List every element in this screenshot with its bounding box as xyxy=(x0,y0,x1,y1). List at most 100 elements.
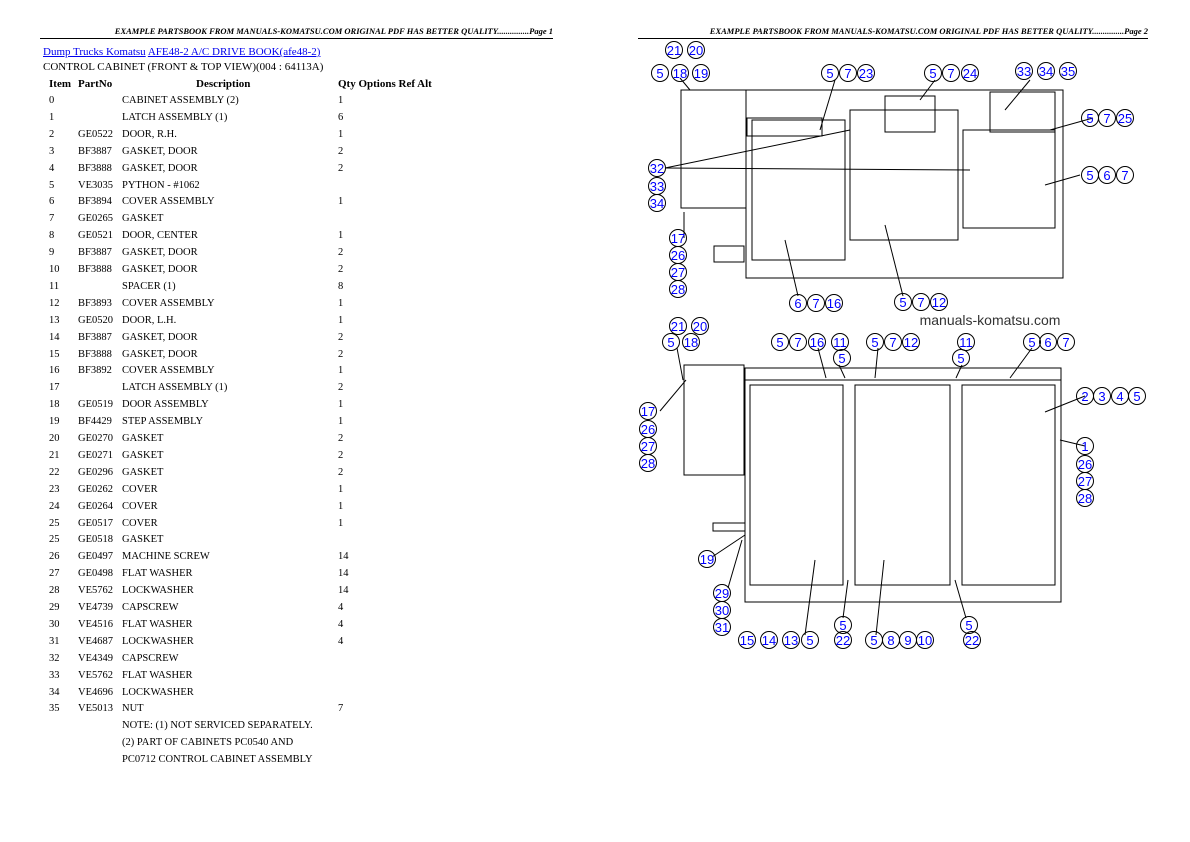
cell-qty: 1 xyxy=(338,95,344,106)
callout-label: 7 xyxy=(889,335,896,350)
callout-label: 30 xyxy=(715,603,729,618)
callout-label: 1 xyxy=(1081,439,1088,454)
cell-qty: 14 xyxy=(338,551,349,563)
front-side-door xyxy=(683,364,745,476)
callout-label: 7 xyxy=(947,66,954,81)
callout-label: 32 xyxy=(650,161,664,176)
cell-partno: GE0296 xyxy=(78,466,113,478)
cell-description: LOCKWASHER xyxy=(122,635,194,647)
leader-line xyxy=(875,559,885,636)
cell-partno: GE0262 xyxy=(78,483,113,495)
callout-label: 20 xyxy=(693,319,707,334)
callout-circle xyxy=(866,333,884,351)
callout-circle xyxy=(1057,333,1075,351)
callout-circle xyxy=(834,631,852,649)
cell-item: 12 xyxy=(49,297,60,309)
cell-description: LATCH ASSEMBLY (1) xyxy=(122,382,228,394)
cell-description: FLAT WASHER xyxy=(122,669,193,681)
leader-line xyxy=(664,129,851,169)
cell-partno: VE5762 xyxy=(78,669,113,681)
cell-item: 28 xyxy=(49,585,60,597)
callout-circle xyxy=(1076,437,1094,455)
cell-partno: BF3892 xyxy=(78,365,112,377)
cell-item: 9 xyxy=(49,247,55,259)
leader-line xyxy=(679,77,691,91)
callout-circle xyxy=(952,349,970,367)
cell-description: CAPSCREW xyxy=(122,602,179,613)
callout-circle xyxy=(963,631,981,649)
callout-circle xyxy=(1116,109,1134,127)
callout-label: 28 xyxy=(1078,491,1092,506)
cell-item: 6 xyxy=(49,196,55,208)
cell-qty: 1 xyxy=(338,196,344,208)
callout-label: 34 xyxy=(1039,64,1053,79)
cell-description: GASKET, DOOR xyxy=(122,247,198,259)
callout-label: 5 xyxy=(1133,389,1140,404)
callout-label: 21 xyxy=(667,43,681,58)
callout-circle xyxy=(894,293,912,311)
cell-description: LATCH ASSEMBLY (1) xyxy=(122,111,228,123)
callout-label: 6 xyxy=(794,296,801,311)
cell-description: NUT xyxy=(122,703,144,715)
note-text: NOTE: (1) NOT SERVICED SEPARATELY. xyxy=(122,720,313,732)
callout-label: 27 xyxy=(1078,474,1092,489)
cell-description: COVER xyxy=(122,483,158,495)
cell-item: 27 xyxy=(49,568,60,580)
leader-line xyxy=(676,347,684,381)
callout-circle xyxy=(912,293,930,311)
callout-label: 2 xyxy=(1081,389,1088,404)
callout-label: 34 xyxy=(650,196,664,211)
cell-item: 10 xyxy=(49,264,60,275)
callout-label: 27 xyxy=(641,439,655,454)
note-text: PC0712 CONTROL CABINET ASSEMBLY xyxy=(122,754,313,766)
cell-description: COVER ASSEMBLY xyxy=(122,297,215,309)
cell-description: GASKET, DOOR xyxy=(122,331,198,343)
leader-line xyxy=(954,579,967,619)
cell-item: 11 xyxy=(49,280,60,292)
step-assembly xyxy=(712,522,746,532)
cell-item: 21 xyxy=(49,449,60,461)
callout-circle xyxy=(691,317,709,335)
cell-description: COVER xyxy=(122,500,158,512)
cell-item: 24 xyxy=(49,500,60,512)
cell-partno: VE5013 xyxy=(78,703,113,715)
cell-item: 15 xyxy=(49,348,60,360)
callout-label: 7 xyxy=(1121,168,1128,183)
callout-circle xyxy=(738,631,756,649)
door-center xyxy=(854,384,951,586)
top-cover-left xyxy=(751,119,846,261)
callout-circle xyxy=(1076,489,1094,507)
col-item: Item xyxy=(49,78,71,90)
leader-line xyxy=(659,379,687,412)
top-cover-24 xyxy=(884,95,936,133)
cell-partno: VE4349 xyxy=(78,652,113,664)
callout-label: 11 xyxy=(833,335,847,350)
callout-circle xyxy=(957,333,975,351)
callout-circle xyxy=(1023,333,1041,351)
callout-label: 29 xyxy=(715,586,729,601)
cell-description: DOOR ASSEMBLY xyxy=(122,399,209,411)
callout-circle xyxy=(902,333,920,351)
callout-circle xyxy=(833,349,851,367)
cell-partno: BF3888 xyxy=(78,348,112,360)
breadcrumb-link-dump-trucks[interactable]: Dump Trucks Komatsu xyxy=(43,46,146,58)
leader-line xyxy=(804,559,816,636)
callout-circle xyxy=(789,333,807,351)
callout-circle xyxy=(782,631,800,649)
door-left xyxy=(749,384,844,586)
breadcrumb-link-drive-book[interactable]: AFE48-2 A/C DRIVE BOOK(afe48-2) xyxy=(147,46,321,58)
cell-qty: 1 xyxy=(338,500,344,512)
cell-description: LOCKWASHER xyxy=(122,585,194,597)
cell-qty: 1 xyxy=(338,483,344,495)
callout-circle xyxy=(884,333,902,351)
callout-label: 12 xyxy=(904,335,918,350)
callout-circle xyxy=(1015,62,1033,80)
cell-item: 4 xyxy=(49,162,55,174)
callout-circle xyxy=(789,294,807,312)
callout-label: 16 xyxy=(810,335,824,350)
callout-circle xyxy=(760,631,778,649)
callout-label: 8 xyxy=(887,633,894,648)
cell-description: DOOR, CENTER xyxy=(122,230,198,242)
callout-label: 11 xyxy=(959,335,973,350)
